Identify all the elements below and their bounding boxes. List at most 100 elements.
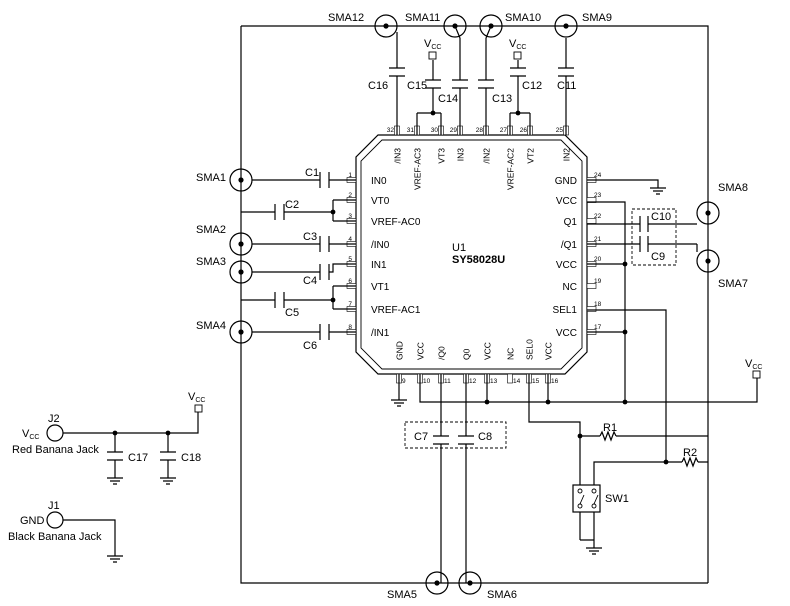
sma12-label: SMA12: [328, 12, 364, 24]
pin-name: SEL1: [553, 305, 578, 316]
pin-name: Q1: [564, 217, 578, 228]
sma3-symbol: [229, 260, 253, 284]
pin-name: VCC: [544, 342, 554, 360]
c2-label: C2: [285, 199, 299, 211]
pin-name: IN0: [371, 176, 387, 187]
pin-number: 20: [594, 256, 602, 263]
pin-name: GND: [395, 341, 405, 360]
pin-number: 14: [513, 378, 521, 385]
jack-labels: J2 VCC Red Banana Jack J1 GND Black Bana…: [8, 413, 102, 543]
sma5-label: SMA5: [387, 589, 417, 601]
j2-ref: J2: [48, 413, 60, 425]
pin-number: 22: [594, 213, 602, 220]
c13-label: C13: [492, 93, 512, 105]
sma7-symbol: [696, 249, 720, 273]
pin-number: 12: [469, 378, 477, 385]
capacitor-labels: C1 C2 C3 C4 C5 C6 C7 C8 C9 C10 C11 C12 C…: [128, 80, 671, 464]
pin-name: VT1: [371, 282, 390, 293]
pin-number: 23: [594, 192, 602, 199]
sma2-label: SMA2: [196, 224, 226, 236]
pin-name: VCC: [416, 342, 426, 360]
ground-symbols: [107, 187, 666, 563]
pin-name: IN2: [562, 148, 572, 162]
c3-label: C3: [303, 231, 317, 243]
pin-name: /IN2: [482, 148, 492, 164]
sw1-label: SW1: [605, 493, 629, 505]
pin-name: VREF-AC3: [413, 148, 423, 190]
sma11-label: SMA11: [405, 12, 440, 24]
banana-jacks: [46, 424, 64, 529]
pin-number: 5: [348, 256, 352, 263]
pin-number: 7: [348, 301, 352, 308]
pin-name: VREF-AC0: [371, 217, 421, 228]
pin-name: SEL0: [525, 339, 535, 360]
pin-name: GND: [555, 176, 577, 187]
pin-name: VCC: [483, 342, 493, 360]
pin-name: VCC: [556, 328, 577, 339]
pin-number: 32: [387, 127, 395, 134]
pin-name: VREF-AC1: [371, 305, 421, 316]
sma2-symbol: [229, 232, 253, 256]
sma5-symbol: [425, 571, 449, 595]
pin-number: 3: [348, 213, 352, 220]
sma-connectors: [229, 14, 720, 595]
sma7-label: SMA7: [718, 278, 748, 290]
sma10-label: SMA10: [505, 12, 541, 24]
c14-label: C14: [438, 93, 458, 105]
pin-name: Q0: [462, 348, 472, 360]
sma1-symbol: [229, 168, 253, 192]
pin-number: 1: [348, 172, 352, 179]
c15-label: C15: [407, 80, 427, 92]
c18-label: C18: [181, 452, 201, 464]
j2-net: VCC: [22, 428, 39, 441]
svg-text:VCC: VCC: [424, 38, 441, 51]
j1-net: GND: [20, 515, 45, 527]
pin-number: 28: [476, 127, 484, 134]
ic-pad: [586, 306, 597, 312]
ic-part: SY58028U: [452, 254, 505, 266]
pin-number: 11: [444, 378, 451, 385]
ic-pad: [507, 373, 513, 384]
j1-desc: Black Banana Jack: [8, 531, 102, 543]
pin-number: 8: [348, 324, 352, 331]
svg-text:VCC: VCC: [745, 358, 762, 371]
pin-number: 16: [551, 378, 559, 385]
pin-number: 31: [407, 127, 415, 134]
switch-sw1: [572, 484, 601, 513]
pin-name: VT3: [437, 148, 447, 164]
c8-label: C8: [478, 431, 492, 443]
sma11-symbol: [443, 14, 467, 38]
pin-name: NC: [563, 282, 577, 293]
pin-name: VT0: [371, 196, 390, 207]
pin-name: /Q1: [561, 240, 578, 251]
pin-name: VCC: [556, 260, 577, 271]
pin-number: 21: [594, 236, 602, 243]
ic-pad: [586, 283, 597, 289]
r1-label: R1: [603, 422, 617, 434]
c5-label: C5: [285, 307, 299, 319]
ic-ref: U1: [452, 242, 466, 254]
c16-label: C16: [368, 80, 388, 92]
c9-label: C9: [651, 251, 665, 263]
component-labels: R1 R2 SW1: [603, 422, 697, 505]
pin-number: 26: [520, 127, 528, 134]
svg-text:VCC: VCC: [509, 38, 526, 51]
sma8-label: SMA8: [718, 182, 748, 194]
r2-label: R2: [683, 447, 697, 459]
pin-name: /Q0: [437, 346, 447, 360]
pin-name: /IN0: [371, 240, 390, 251]
pin-number: 27: [500, 127, 508, 134]
sma8-symbol: [696, 201, 720, 225]
svg-text:VCC: VCC: [188, 391, 205, 404]
pin-name: NC: [506, 348, 516, 360]
sma1-label: SMA1: [196, 172, 226, 184]
pin-number: 18: [594, 301, 602, 308]
pin-number: 25: [556, 127, 564, 134]
pin-name: IN3: [456, 148, 466, 162]
pin-name: /IN1: [371, 328, 390, 339]
pin-name: VREF-AC2: [506, 148, 516, 190]
capacitor-symbols: [107, 67, 677, 461]
pin-number: 10: [423, 378, 431, 385]
c4-label: C4: [303, 275, 317, 287]
